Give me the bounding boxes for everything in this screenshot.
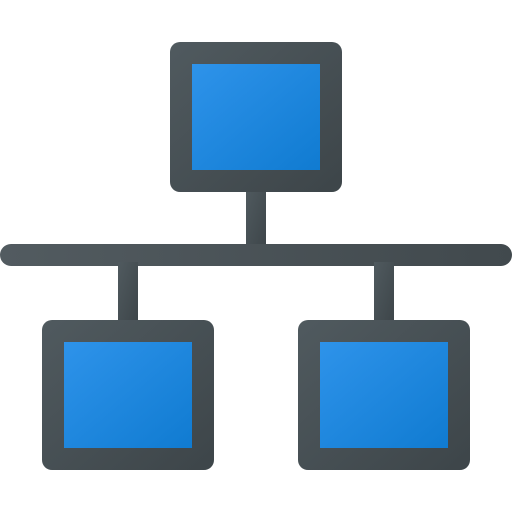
top-vertical-connector	[246, 188, 266, 250]
connector-lines	[0, 188, 512, 324]
top-node-icon	[170, 42, 342, 192]
bottom-left-node-icon	[42, 320, 214, 470]
bottom-right-node-icon	[298, 320, 470, 470]
right-vertical-connector	[374, 262, 394, 324]
bottom-left-node-screen	[64, 342, 192, 448]
bottom-right-node-screen	[320, 342, 448, 448]
left-vertical-connector	[118, 262, 138, 324]
top-node-screen	[192, 64, 320, 170]
horizontal-bus-line	[0, 244, 512, 266]
